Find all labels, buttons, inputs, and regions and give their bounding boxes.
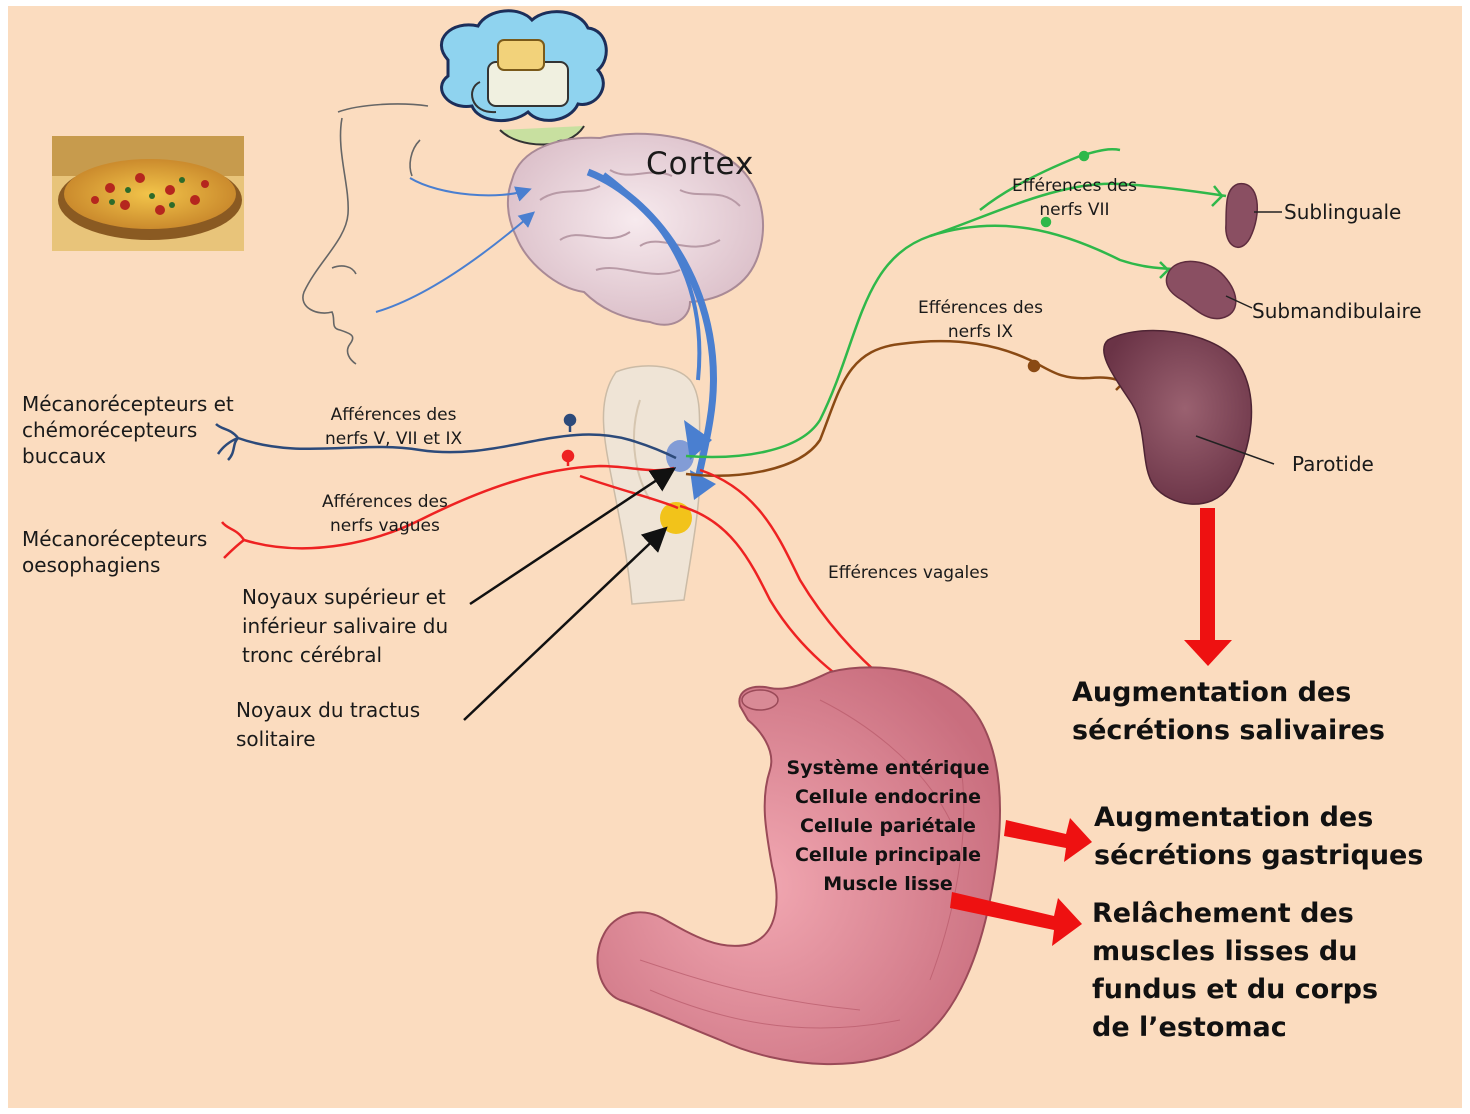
result-saliva-label: Augmentation des sécrétions salivaires <box>1072 674 1385 750</box>
afferent-vagal-nerve <box>222 451 678 558</box>
saliva-result-arrow <box>1184 508 1232 666</box>
buccal-receptors-label: Mécanorécepteurs et chémorécepteurs bucc… <box>22 391 234 469</box>
efferent-vagal-label: Efférences vagales <box>828 562 989 584</box>
salivary-nuclei-label: Noyaux supérieur et inférieur salivaire … <box>242 583 448 670</box>
afferent-v-vii-ix-label: Afférences des nerfs V, VII et IX <box>325 403 462 451</box>
gastric-result-arrow <box>1004 818 1092 862</box>
parotide-label: Parotide <box>1292 450 1374 479</box>
parotid-gland <box>1104 330 1274 504</box>
efferent-ix-label: Efférences des nerfs IX <box>918 296 1043 344</box>
result-gastric-label: Augmentation des sécrétions gastriques <box>1094 799 1423 875</box>
result-relax-label: Relâchement des muscles lisses du fundus… <box>1092 895 1378 1047</box>
stomach-cell-list: Système entérique Cellule endocrine Cell… <box>780 754 996 899</box>
sublingual-gland <box>1226 184 1282 248</box>
efferent-vii-label: Efférences des nerfs VII <box>1012 174 1137 222</box>
efferent-ix-nerve <box>686 341 1126 476</box>
pizza-image <box>52 136 244 251</box>
cortex-label: Cortex <box>646 146 754 182</box>
face-profile <box>303 104 428 364</box>
submandibulaire-label: Submandibulaire <box>1252 297 1422 326</box>
sublinguale-label: Sublinguale <box>1284 198 1401 227</box>
oesophageal-receptors-label: Mécanorécepteurs oesophagiens <box>22 526 207 578</box>
solitary-tract-nuclei-label: Noyaux du tractus solitaire <box>236 696 420 754</box>
afferent-vagal-label: Afférences des nerfs vagues <box>322 490 448 538</box>
submandibular-gland <box>1166 261 1252 318</box>
brainstem <box>603 366 700 604</box>
